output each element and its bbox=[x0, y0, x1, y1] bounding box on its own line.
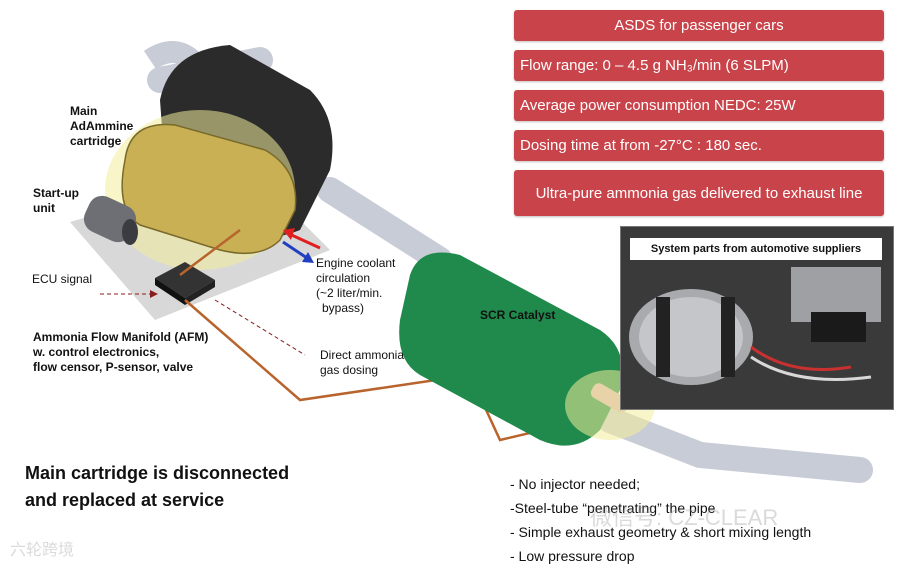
callout-title: ASDS for passenger cars bbox=[514, 10, 884, 41]
note-line: Main cartridge is disconnected bbox=[25, 463, 290, 483]
scr-catalyst-label: SCR Catalyst bbox=[480, 308, 556, 322]
label-line: Start-up bbox=[33, 186, 79, 200]
label-line: flow censor, P-sensor, valve bbox=[33, 360, 194, 374]
label-line: Engine coolant bbox=[316, 256, 396, 270]
injector-tube bbox=[590, 383, 630, 413]
bullet-item: - No injector needed; bbox=[510, 476, 640, 492]
label-line: w. control electronics, bbox=[33, 345, 160, 359]
afm-unit bbox=[155, 262, 215, 305]
label-line: Direct ammonia bbox=[320, 348, 405, 362]
main-cartridge-label: Main AdAmmine cartridge bbox=[70, 104, 133, 149]
startup-unit-label: Start-up unit bbox=[33, 186, 79, 216]
coolant-arrows bbox=[282, 228, 321, 263]
ecu-signal-label: ECU signal bbox=[32, 272, 93, 286]
system-parts-photo bbox=[620, 226, 894, 410]
label-line: Ammonia Flow Manifold (AFM) bbox=[33, 330, 209, 344]
label-line: circulation bbox=[316, 271, 371, 285]
startup-unit bbox=[83, 195, 138, 245]
callout-power: Average power consumption NEDC: 25W bbox=[514, 90, 884, 121]
callout-flow-range: Flow range: 0 – 4.5 g NH₃/min (6 SLPM) bbox=[514, 50, 884, 81]
label-line: gas dosing bbox=[320, 363, 379, 377]
watermark-right: 微信号: CZ-CLEAR bbox=[590, 505, 779, 530]
label-line: unit bbox=[33, 201, 55, 215]
callout-ammonia-gas: Ultra-pure ammonia gas delivered to exha… bbox=[514, 170, 884, 216]
bullet-item: - Simple exhaust geometry & short mixing… bbox=[510, 524, 812, 540]
bullet-item: - Low pressure drop bbox=[510, 548, 635, 564]
engine-coolant-label: Engine coolant circulation (~2 liter/min… bbox=[316, 256, 395, 316]
label-line: AdAmmine bbox=[70, 119, 134, 133]
service-note: Main cartridge is disconnected and repla… bbox=[25, 460, 289, 514]
afm-label: Ammonia Flow Manifold (AFM) w. control e… bbox=[33, 330, 208, 375]
label-line: bypass) bbox=[322, 301, 365, 315]
photo-title: System parts from automotive suppliers bbox=[630, 238, 882, 260]
label-line: Main bbox=[70, 104, 98, 118]
note-line: and replaced at service bbox=[25, 490, 225, 510]
label-line: cartridge bbox=[70, 134, 122, 148]
callout-dosing-time: Dosing time at from -27°C : 180 sec. bbox=[514, 130, 884, 161]
direct-ammonia-label: Direct ammonia gas dosing bbox=[320, 348, 404, 378]
feature-bullets: - No injector needed; -Steel-tube “penet… bbox=[510, 472, 811, 568]
label-line: (~2 liter/min. bbox=[316, 286, 383, 300]
watermark-left: 六轮跨境 bbox=[10, 542, 75, 559]
dosing-arrow bbox=[214, 299, 306, 356]
bullet-item: -Steel-tube “penetrating” the pipe bbox=[510, 500, 716, 516]
